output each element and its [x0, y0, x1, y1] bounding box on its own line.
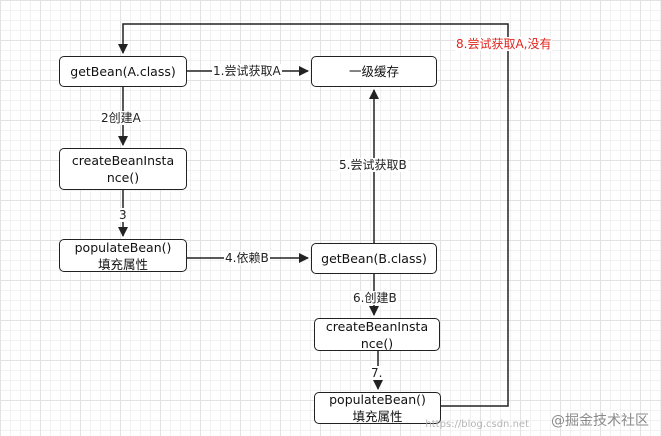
edge-5-label: 5.尝试获取B [338, 158, 408, 172]
watermark-text: @掘金技术社区 [551, 413, 649, 429]
edge-8-label: 8.尝试获取A,没有 [455, 37, 553, 51]
edge-7-label: 7. [370, 366, 384, 380]
populate-bean-a-node: populateBean() 填充属性 [59, 239, 187, 272]
watermark-faint-url: https://blog.csdn.net [425, 419, 529, 430]
edge-8-line [118, 23, 509, 407]
edge-4-label: 4.依赖B [224, 251, 270, 265]
level1-cache-node: 一级缓存 [311, 56, 437, 87]
create-bean-instance-a-node: createBeanInsta nce() [59, 148, 187, 190]
getbean-a-node: getBean(A.class) [59, 56, 187, 87]
getbean-b-node: getBean(B.class) [311, 243, 437, 274]
edge-1-label: 1.尝试获取A [212, 64, 282, 78]
create-bean-instance-b-node: createBeanInsta nce() [314, 318, 440, 351]
edge-2-label: 2创建A [100, 111, 142, 125]
edge-6-label: 6.创建B [352, 291, 398, 305]
edge-3-label: 3 [118, 208, 128, 222]
watermark: https://blog.csdn.net @掘金技术社区 [425, 410, 649, 430]
populate-bean-b-node: populateBean() 填充属性 [314, 392, 441, 424]
